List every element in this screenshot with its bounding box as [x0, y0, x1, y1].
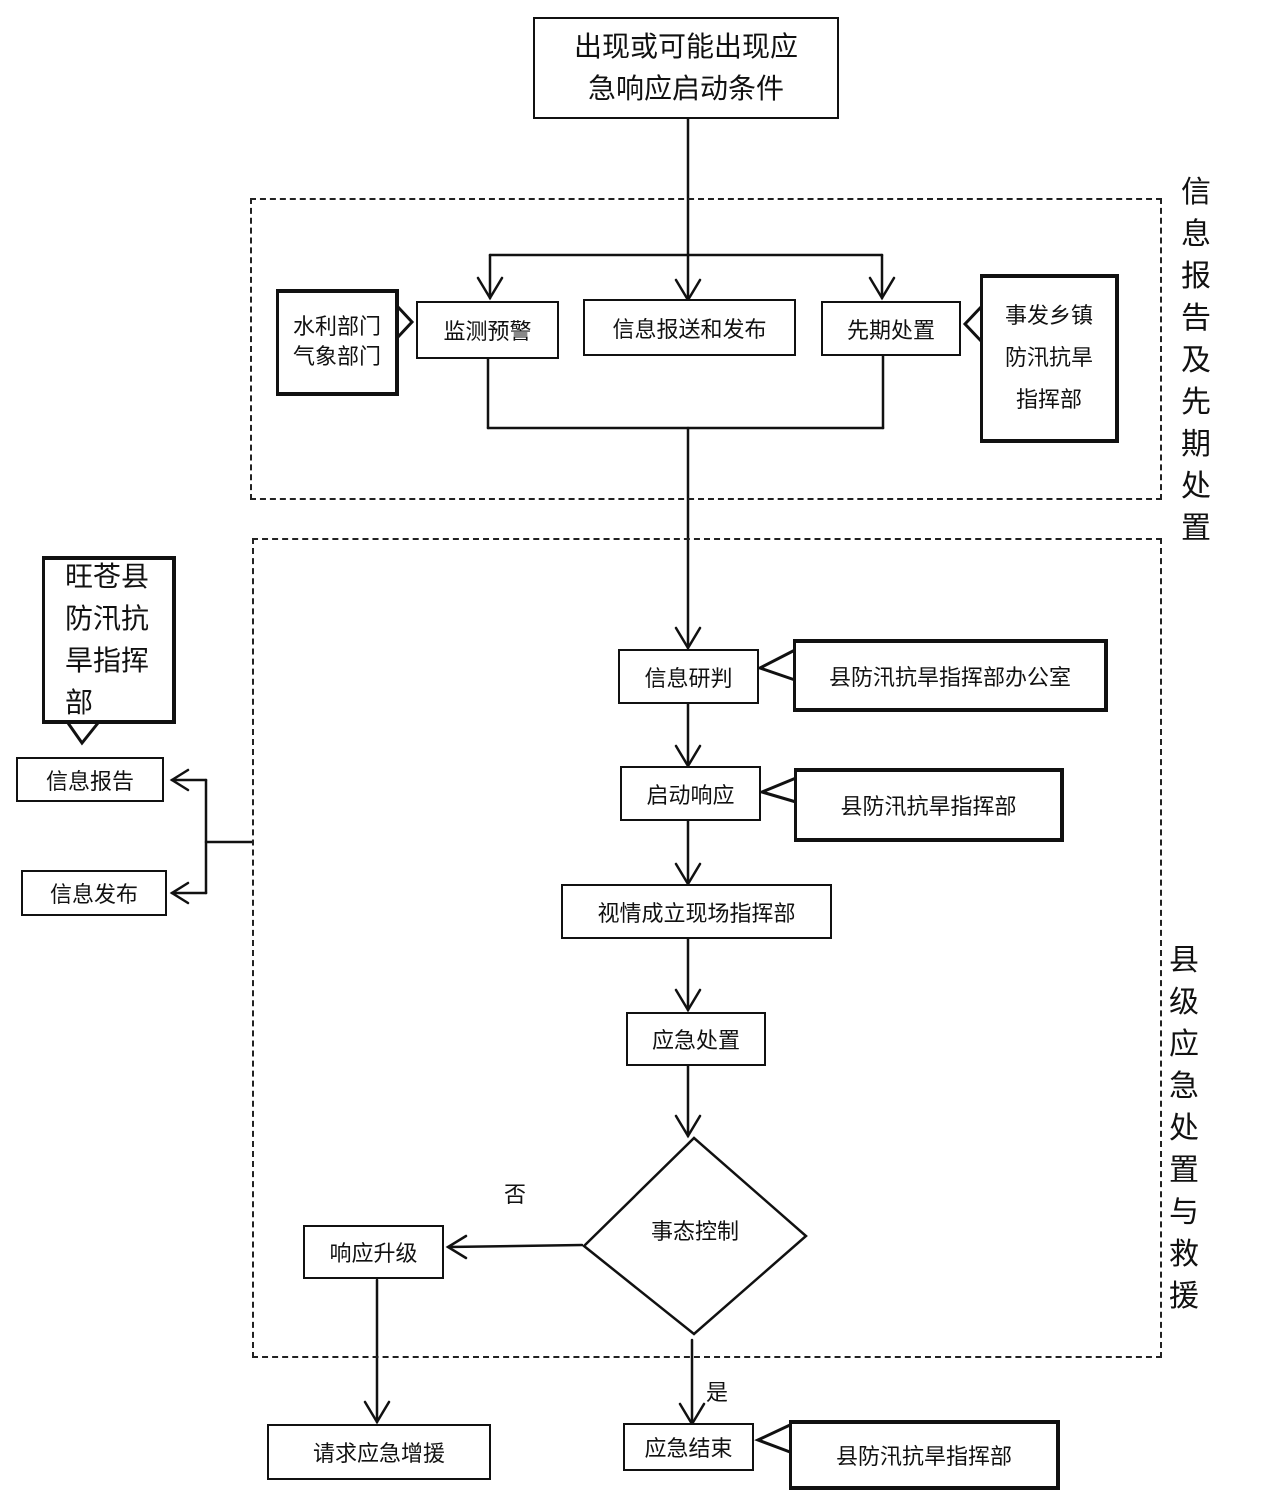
arrowhead-judgment	[674, 626, 702, 651]
callout-water-weather-depts: 水利部门 气象部门	[276, 289, 399, 396]
pointer-right-callout	[962, 304, 984, 344]
node-request-support: 请求应急增援	[267, 1424, 491, 1480]
edge-label-no: 否	[504, 1183, 527, 1208]
callout-wangcang-county-hq: 旺苍县 防汛抗 旱指挥 部	[42, 556, 176, 724]
arrowhead-request	[363, 1400, 391, 1425]
pointer-side	[66, 722, 100, 746]
callout-township-hq: 事发乡镇 防汛抗旱 指挥部	[980, 274, 1119, 443]
arrowhead-disposal	[674, 988, 702, 1013]
decision-diamond	[582, 1136, 808, 1336]
arrowhead-info-report-side	[169, 768, 190, 792]
arrowhead-decision	[674, 1114, 702, 1139]
section-county-response-label: 县级应急处置与救援	[1169, 943, 1199, 1314]
edge-label-yes: 是	[706, 1381, 729, 1406]
pointer-end	[754, 1423, 791, 1454]
node-side-info-publish: 信息发布	[21, 870, 167, 916]
callout-county-hq-response: 县防汛抗旱指挥部	[794, 768, 1064, 842]
arrowhead-upgrade	[445, 1234, 468, 1260]
node-info-report-publish: 信息报送和发布	[583, 299, 796, 356]
arrowhead-monitoring	[476, 276, 504, 301]
node-emergency-end: 应急结束	[623, 1423, 754, 1471]
arrowhead-early	[868, 276, 896, 301]
node-side-info-report: 信息报告	[16, 757, 164, 802]
node-emergency-disposal: 应急处置	[626, 1012, 766, 1066]
pointer-left-callout	[396, 305, 415, 339]
edge-no	[446, 1243, 584, 1249]
node-start-response: 启动响应	[620, 766, 761, 821]
decision-label: 事态控制	[650, 1220, 739, 1245]
callout-county-hq-end: 县防汛抗旱指挥部	[789, 1420, 1060, 1490]
node-field-hq: 视情成立现场指挥部	[561, 884, 832, 939]
node-info-judgment: 信息研判	[618, 649, 759, 704]
section-info-report-region	[250, 198, 1162, 500]
start-node: 出现或可能出现应 急响应启动条件	[533, 17, 839, 119]
node-monitoring-warning: 监测预警	[416, 301, 559, 359]
arrowhead-info-publish-side	[169, 881, 190, 905]
callout-county-hq-office: 县防汛抗旱指挥部办公室	[793, 639, 1108, 712]
pointer-judgment	[756, 648, 796, 682]
section-info-report-label: 信息报告及先期处置	[1181, 175, 1211, 546]
pointer-response	[757, 776, 797, 804]
node-early-disposal: 先期处置	[821, 301, 961, 356]
section-county-response-region	[252, 538, 1162, 1358]
node-response-upgrade: 响应升级	[303, 1225, 444, 1279]
